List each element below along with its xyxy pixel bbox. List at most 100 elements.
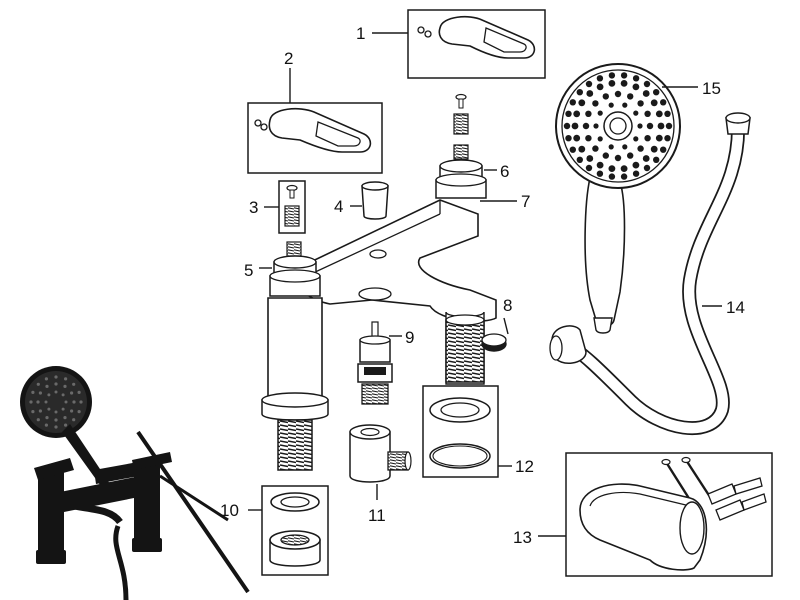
nozzle-dot — [597, 110, 603, 116]
part-11-hose-connector: 11 — [349, 424, 412, 525]
nozzle-dot — [657, 122, 665, 130]
photo-nozzle-dot — [45, 416, 49, 420]
nozzle-dot — [576, 156, 583, 163]
photo-nozzle-dot — [31, 390, 35, 394]
nozzle-dot — [585, 110, 592, 118]
photo-nozzle-dot — [64, 400, 68, 404]
photo-nozzle-dot — [72, 418, 76, 422]
nozzle-dot — [608, 173, 616, 180]
photo-nozzle-dot — [61, 393, 65, 397]
nozzle-dot — [637, 100, 644, 107]
label-8: 8 — [503, 296, 512, 315]
nozzle-dot — [620, 72, 628, 79]
nozzle-dot — [596, 83, 604, 91]
nozzle-dot — [585, 164, 593, 172]
nozzle-dot — [576, 89, 583, 96]
label-3: 3 — [249, 198, 258, 217]
nozzle-dot — [608, 144, 614, 150]
photo-nozzle-dot — [54, 418, 58, 422]
photo-nozzle-dot — [54, 425, 58, 429]
nozzle-dot — [660, 99, 667, 106]
photo-nozzle-dot — [36, 400, 40, 404]
photo-nozzle-dot — [54, 382, 58, 386]
nozzle-dot — [608, 72, 616, 79]
nozzle-dot — [644, 110, 651, 118]
nozzle-dot — [664, 135, 671, 142]
nozzle-dot — [585, 80, 593, 88]
label-4: 4 — [334, 197, 343, 216]
nozzle-dot — [563, 122, 571, 130]
photo-nozzle-dot — [38, 391, 43, 395]
nozzle-dot — [586, 90, 594, 97]
nozzle-dot — [627, 93, 634, 100]
nozzle-dot — [585, 135, 592, 142]
nozzle-dot — [608, 165, 616, 173]
nozzle-dot — [644, 135, 651, 142]
label-12: 12 — [515, 457, 534, 476]
nozzle-dot — [650, 145, 658, 153]
nozzle-dot — [637, 123, 643, 129]
photo-nozzle-dot — [63, 416, 67, 420]
nozzle-dot — [622, 102, 628, 108]
photo-nozzle-dot — [72, 400, 76, 404]
nozzle-dot — [608, 102, 614, 108]
nozzle-dot — [592, 100, 599, 107]
nozzle-dot — [565, 110, 572, 118]
label-7: 7 — [521, 192, 530, 211]
handset-nozzles — [563, 72, 673, 180]
photo-nozzle-dot — [79, 400, 83, 404]
photo-nozzle-dot — [44, 400, 48, 404]
part-12-washers: 12 — [422, 385, 534, 478]
nozzle-dot — [643, 80, 651, 88]
part-9-diverter: 9 — [357, 321, 414, 405]
nozzle-dot — [650, 99, 658, 107]
photo-nozzle-dot — [77, 410, 81, 414]
nozzle-dot — [602, 93, 609, 100]
photo-nozzle-dot — [47, 393, 51, 397]
part-8-plug: 8 — [481, 296, 512, 352]
nozzle-dot — [627, 152, 634, 159]
photo-nozzle-dot — [77, 390, 81, 394]
part-4-cap: 4 — [334, 181, 389, 220]
part-1-lever-handle: 1 — [356, 9, 546, 79]
nozzle-dot — [602, 152, 609, 159]
nozzle-dot — [569, 99, 576, 106]
part-13-wall-bracket: 13 — [513, 452, 773, 577]
nozzle-dot — [653, 89, 660, 96]
label-1: 1 — [356, 24, 365, 43]
part-6-cartridge: 6 — [435, 144, 509, 199]
label-11: 11 — [368, 506, 386, 525]
label-9: 9 — [405, 328, 414, 347]
part-14-shower-hose: 14 — [549, 112, 751, 436]
part-3-screw-adaptor: 3 — [249, 180, 306, 234]
nozzle-dot — [660, 146, 667, 153]
product-photo-inset — [20, 366, 250, 600]
nozzle-dot — [565, 135, 572, 142]
part-10-nut-washer: 10 — [220, 485, 329, 576]
photo-nozzle-dot — [36, 418, 40, 422]
label-14: 14 — [726, 298, 745, 317]
label-2: 2 — [284, 49, 293, 68]
nozzle-dot — [569, 146, 576, 153]
photo-nozzle-dot — [54, 410, 58, 414]
part-15-shower-handset: 15 — [555, 63, 721, 334]
label-13: 13 — [513, 528, 532, 547]
nozzle-dot — [573, 134, 581, 142]
nozzle-dot — [633, 110, 639, 116]
photo-nozzle-dot — [70, 391, 74, 395]
label-5: 5 — [244, 261, 253, 280]
nozzle-dot — [578, 99, 586, 107]
nozzle-dot — [571, 122, 579, 130]
part-7-bath-filler-body: 7 — [261, 192, 530, 471]
photo-nozzle-dot — [63, 384, 67, 388]
photo-nozzle-dot — [45, 384, 49, 388]
label-15: 15 — [702, 79, 721, 98]
nozzle-dot — [632, 75, 640, 82]
nozzle-dot — [593, 123, 599, 129]
nozzle-dot — [637, 145, 644, 152]
part-5-cartridge: 5 — [244, 241, 321, 297]
photo-nozzles — [29, 375, 83, 429]
photo-nozzle-dot — [70, 409, 74, 413]
photo-nozzle-dot — [64, 377, 68, 381]
